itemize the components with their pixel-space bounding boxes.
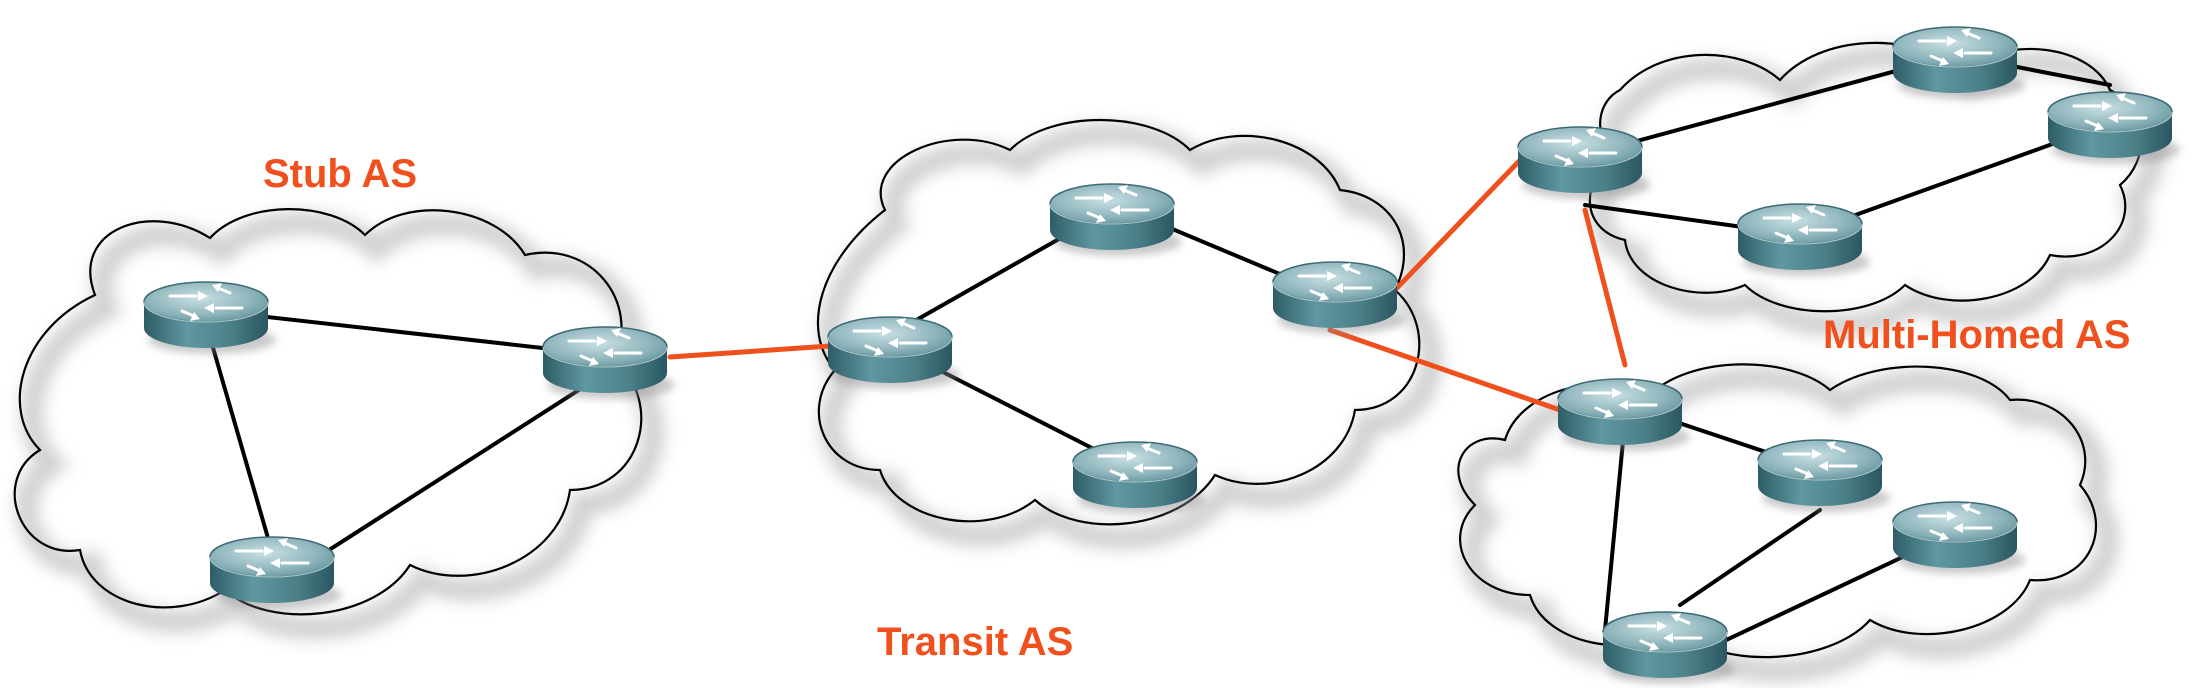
router-icon [1518, 127, 1650, 199]
router-icon [1050, 184, 1182, 256]
link-mh-upper-lower [1582, 207, 1628, 368]
router-icon [2048, 92, 2180, 164]
link-stub-r1-r3 [203, 318, 272, 547]
router-icon [144, 282, 276, 354]
router-icon [1603, 612, 1735, 684]
transit-as-label: Transit AS [877, 620, 1073, 664]
link-stub-transit [667, 343, 833, 360]
router-icon [1758, 440, 1890, 512]
stub-as-cloud [13, 208, 665, 640]
router-icon [210, 537, 342, 609]
router-icon [1893, 502, 2025, 574]
multihomed-as-cloud-upper [1588, 41, 2165, 337]
link-transit-mh-lower [1327, 327, 1563, 413]
link-transit-mh-upper [1392, 152, 1528, 293]
router-icon [1738, 204, 1870, 276]
router-icon [1558, 379, 1690, 451]
router-icon [1273, 262, 1405, 334]
link-stub-r1-r2 [203, 308, 607, 357]
router-icon [1073, 442, 1205, 514]
inter-as-links [667, 152, 1628, 413]
multihomed-as-label: Multi-Homed AS [1823, 313, 2130, 357]
router-icon [1893, 27, 2025, 99]
stub-as-label: Stub AS [263, 152, 417, 196]
transit-as-cloud [816, 119, 1443, 550]
router-icon [828, 317, 960, 389]
link-mh-lower-a-e [1603, 418, 1627, 632]
router-icon [543, 327, 675, 399]
multihomed-as-cloud-lower [1457, 363, 2119, 683]
link-stub-r3-r2 [288, 368, 612, 577]
link-mh-lower-b-e [1678, 508, 1822, 607]
